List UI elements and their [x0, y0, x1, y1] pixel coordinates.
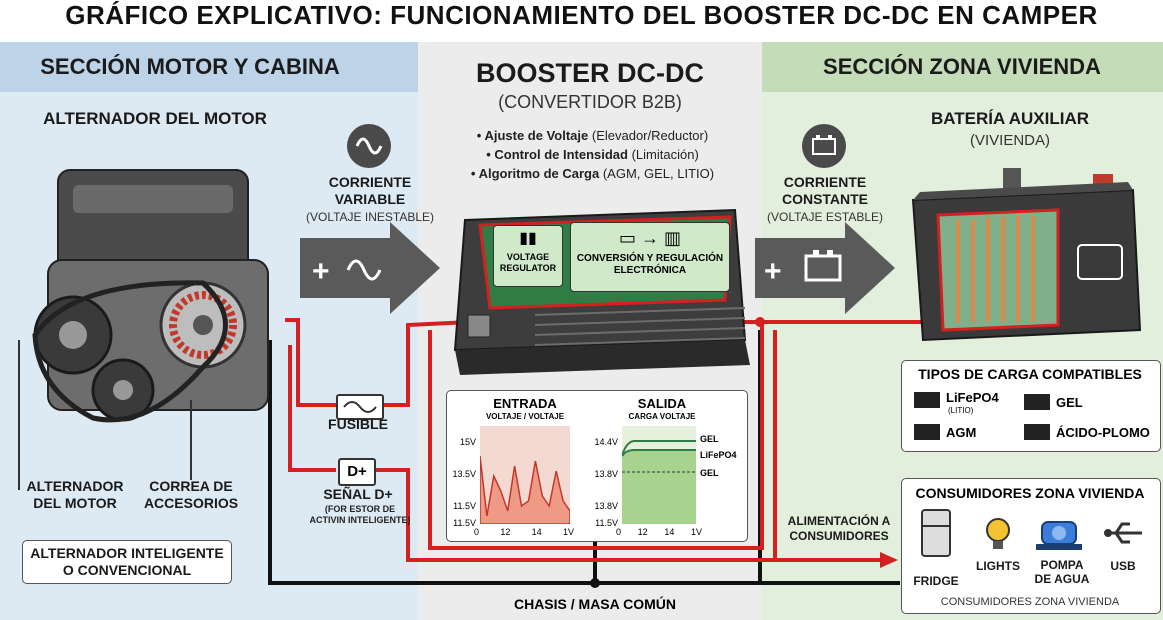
sine-wave-icon	[347, 124, 391, 168]
voltage-regulator-module: ▮▮ VOLTAGE REGULATOR	[493, 225, 563, 287]
feature-item: • Control de Intensidad (Limitación)	[486, 147, 699, 162]
series-label: GEL	[700, 434, 719, 444]
x-tick-label: 0	[474, 527, 480, 537]
output-arrow	[755, 222, 895, 314]
d-plus-symbol: D+	[338, 458, 376, 486]
d-plus-label: SEÑAL D+	[323, 486, 393, 502]
d-plus-sub: (FOR ESTOR DE ACTIVIN INTELIGENTE)	[309, 504, 411, 525]
usb-icon	[1104, 522, 1142, 544]
y-tick-label: 11.5V	[595, 518, 618, 528]
x-tick-label: 12	[637, 527, 648, 537]
fuse-label: FUSIBLE	[328, 416, 388, 432]
feature-item: • Ajuste de Voltaje (Elevador/Reductor)	[476, 128, 709, 143]
battery-icon	[1024, 424, 1050, 440]
consumer-label: LIGHTS	[976, 559, 1020, 573]
consumers-title: CONSUMIDORES ZONA VIVIENDA	[915, 485, 1145, 501]
battery-icon	[1024, 394, 1050, 410]
y-tick-label: 11.5V	[453, 518, 476, 528]
series-label: LiFePO4	[700, 450, 737, 460]
living-section-header: SECCIÓN ZONA VIVIENDA	[823, 54, 1101, 79]
engine-title: ALTERNADOR DEL MOTOR	[43, 109, 267, 128]
feed-label: ALIMENTACIÓN A CONSUMIDORES	[787, 514, 891, 543]
input-x-ticks: 0 12 14 1V	[474, 527, 574, 537]
booster-subtitle: (CONVERTIDOR B2B)	[498, 92, 682, 112]
consumer-label: USB	[1110, 559, 1136, 573]
feature-item: • Algoritmo de Carga (AGM, GEL, LITIO)	[470, 166, 715, 181]
x-tick-label: 14	[664, 527, 675, 537]
y-tick-label: 13.5V	[452, 469, 476, 479]
consumer-label: POMPA DE AGUA	[1034, 558, 1090, 586]
x-tick-label: 14	[531, 527, 542, 537]
output-y-ticks: 14.4V 13.8V 13.8V	[588, 426, 618, 522]
alternator-callout: ALTERNADOR DEL MOTOR	[26, 478, 124, 511]
x-tick-label: 12	[500, 527, 511, 537]
output-graph	[622, 426, 696, 524]
input-graph	[480, 426, 570, 524]
consumer-icons	[921, 509, 1142, 557]
battery-icon	[802, 124, 846, 168]
ground-label: CHASIS / MASA COMÚN	[513, 596, 677, 612]
constant-current-title: CORRIENTE CONSTANTE	[781, 174, 869, 207]
svg-text:+: +	[764, 255, 782, 288]
water-pump-icon	[1036, 521, 1082, 550]
d-plus-wire	[288, 345, 336, 472]
battery-subtitle: (VIVIENDA)	[969, 132, 1050, 149]
charge-types-title: TIPOS DE CARGA COMPATIBLES	[918, 366, 1142, 382]
charge-type-label: AGM	[946, 425, 977, 440]
light-bulb-icon	[986, 518, 1010, 549]
booster-features: • Ajuste de Voltaje (Elevador/Reductor) …	[430, 126, 755, 183]
belt-callout: CORREA DE ACCESORIOS	[143, 478, 239, 511]
output-graph-title: SALIDA	[637, 396, 687, 411]
y-tick-label: 14.4V	[594, 437, 618, 447]
fuse-icon	[336, 394, 384, 420]
engine-section-header: SECCIÓN MOTOR Y CABINA	[40, 54, 340, 79]
conversion-icon: ▭ → ▥	[618, 228, 681, 248]
input-arrow	[300, 222, 440, 314]
charge-type-label: LiFePO4	[946, 390, 999, 405]
battery-title: BATERÍA AUXILIAR	[930, 109, 1090, 128]
booster-title: BOOSTER DC-DC	[476, 58, 704, 88]
y-tick-label: 11.5V	[453, 501, 476, 511]
series-label: GEL	[700, 468, 719, 478]
x-tick-label: 0	[616, 527, 622, 537]
battery-icon	[914, 392, 940, 408]
charge-type-label: ÁCIDO-PLOMO	[1056, 425, 1150, 440]
page-title: GRÁFICO EXPLICATIVO: FUNCIONAMIENTO DEL …	[65, 0, 1098, 30]
auxiliary-battery	[911, 168, 1142, 342]
input-graph-subtitle: VOLTAJE / VOLTAJE	[485, 412, 565, 421]
consumers-footer: CONSUMIDORES ZONA VIVIENDA	[940, 596, 1120, 608]
consumer-label: FRIDGE	[913, 574, 959, 588]
battery-icon	[914, 424, 940, 440]
input-graph-title: ENTRADA	[493, 396, 557, 411]
charge-type-label: GEL	[1056, 395, 1083, 410]
y-tick-label: 13.8V	[594, 469, 618, 479]
constant-current-sub: (VOLTAJE ESTABLE)	[766, 210, 884, 224]
y-tick-label: 13.8V	[594, 501, 618, 511]
variable-current-sub: (VOLTAJE INESTABLE)	[305, 210, 435, 224]
svg-text:+: +	[312, 255, 330, 288]
input-y-ticks: 15V 13.5V 11.5V	[448, 426, 476, 522]
conversion-module: ▭ → ▥ CONVERSIÓN Y REGULACIÓN ELECTRÓNIC…	[570, 222, 730, 292]
regulator-icon: ▮▮	[519, 230, 537, 247]
x-tick-label: 1V	[562, 527, 574, 537]
engine-illustration	[32, 169, 269, 423]
output-graph-subtitle: CARGA VOLTAJE	[628, 412, 696, 421]
ground-wire	[268, 340, 900, 585]
charge-type-sub: (LITIO)	[948, 406, 974, 415]
smart-alternator-callout: ALTERNADOR INTELIGENTE O CONVENCIONAL	[22, 540, 232, 584]
variable-current-title: CORRIENTE VARIABLE	[328, 174, 412, 207]
y-tick-label: 15V	[459, 437, 476, 447]
x-tick-label: 1V	[690, 527, 702, 537]
fridge-icon	[921, 509, 951, 557]
positive-wire-fuse	[285, 318, 336, 407]
output-x-ticks: 0 12 14 1V	[616, 527, 702, 537]
